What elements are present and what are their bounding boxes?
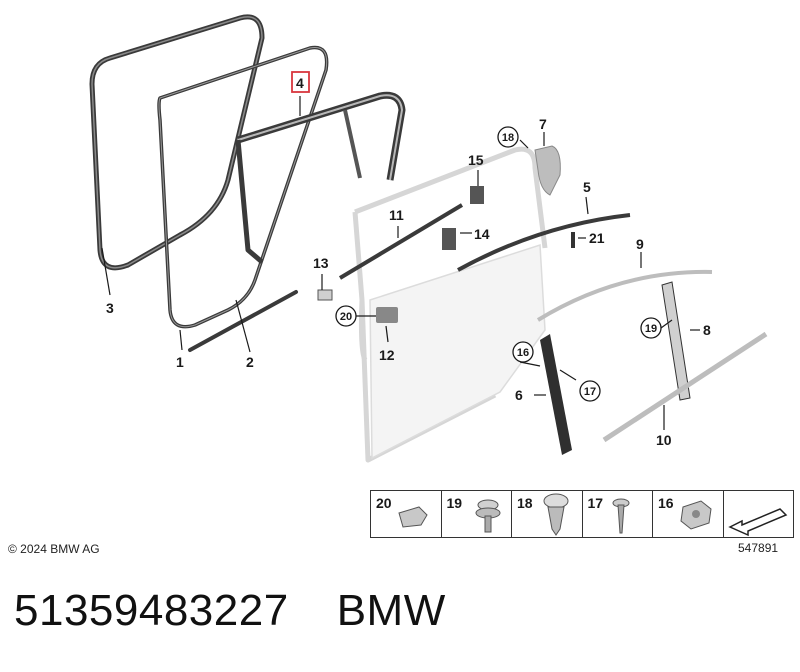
diagram-id: 547891 xyxy=(738,541,779,555)
callout-6: 6 xyxy=(515,387,523,403)
callout-14: 14 xyxy=(474,226,490,242)
pillar-trim-part-8 xyxy=(661,281,691,401)
callout-1: 1 xyxy=(176,354,184,370)
window-channel-seal-part-4 xyxy=(235,91,406,264)
trim-cover-part-7 xyxy=(534,145,561,196)
callout-15: 15 xyxy=(468,152,484,168)
bracket-part-15 xyxy=(470,186,484,204)
svg-text:19: 19 xyxy=(645,323,657,335)
callout-13: 13 xyxy=(313,255,329,271)
cover-part-13 xyxy=(317,289,333,301)
self-tapping-screw-icon xyxy=(612,498,629,534)
pillar-trim-part-6 xyxy=(540,334,572,455)
window-trim-part-5 xyxy=(457,213,631,272)
legend-number: 19 xyxy=(446,495,463,511)
svg-text:17: 17 xyxy=(584,386,596,398)
expanding-rivet-icon xyxy=(543,493,569,536)
svg-text:18: 18 xyxy=(502,132,514,144)
brand-name: BMW xyxy=(336,586,446,635)
callout-7: 7 xyxy=(539,116,547,132)
svg-text:20: 20 xyxy=(340,311,352,323)
legend-cell-17: 17 xyxy=(583,491,653,537)
callout-21: 21 xyxy=(589,230,605,246)
svg-text:16: 16 xyxy=(517,347,529,359)
callout-9: 9 xyxy=(636,236,644,252)
clip-part-21 xyxy=(571,232,575,248)
fastener-legend: 20 19 18 17 16 xyxy=(370,490,794,538)
lower-seal-strip-part-2 xyxy=(188,290,298,352)
leader-lines xyxy=(101,96,700,430)
legend-cell-19: 19 xyxy=(442,491,512,537)
roof-trim-part-9 xyxy=(536,269,713,322)
part-number-line: 51359483227 BMW xyxy=(14,586,446,636)
door-seal-part-1 xyxy=(157,45,329,329)
highlight-box-4 xyxy=(291,71,310,93)
circled-callout-18: 18 xyxy=(497,126,519,148)
callout-3: 3 xyxy=(106,300,114,316)
circled-callout-17: 17 xyxy=(579,380,601,402)
callout-10: 10 xyxy=(656,432,672,448)
clip-icon xyxy=(398,506,428,528)
door-seal-part-3 xyxy=(89,14,265,271)
callout-4: 4 xyxy=(296,75,304,91)
legend-cell-18: 18 xyxy=(512,491,583,537)
callout-5: 5 xyxy=(583,179,591,195)
belt-molding-part-11 xyxy=(338,203,464,280)
circled-callout-16: 16 xyxy=(512,341,534,363)
legend-cell-arrow xyxy=(724,491,794,537)
legend-cell-16: 16 xyxy=(653,491,724,537)
circled-callout-19: 19 xyxy=(640,317,662,339)
legend-cell-20: 20 xyxy=(371,491,442,537)
callout-8: 8 xyxy=(703,322,711,338)
bracket-part-14 xyxy=(442,228,456,250)
part-number: 51359483227 xyxy=(14,586,289,635)
sill-molding-part-10 xyxy=(602,331,768,443)
circled-callout-20: 20 xyxy=(335,305,357,327)
callout-11: 11 xyxy=(389,207,404,223)
legend-number: 16 xyxy=(658,495,674,511)
arrow-icon xyxy=(727,508,787,537)
legend-number: 18 xyxy=(517,495,533,511)
legend-number: 17 xyxy=(587,495,604,511)
screw-icon xyxy=(475,499,500,533)
clip-nut-icon xyxy=(680,500,712,530)
copyright-text: © 2024 BMW AG xyxy=(8,542,100,556)
handle-part-12 xyxy=(376,307,398,323)
callout-2: 2 xyxy=(246,354,254,370)
legend-number: 20 xyxy=(376,495,392,511)
callout-12: 12 xyxy=(379,347,395,363)
